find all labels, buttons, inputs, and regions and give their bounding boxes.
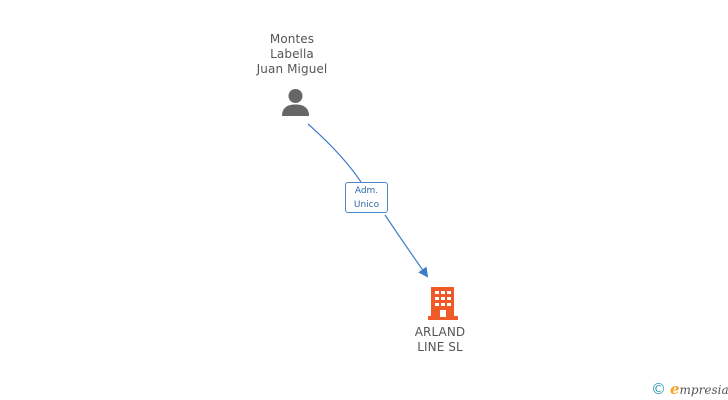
company-name-line-2: LINE SL [417,340,463,354]
person-icon[interactable] [281,88,310,116]
brand-rest: mpresia [679,383,728,397]
brand-initial: e [670,380,680,398]
company-node-label[interactable]: ARLAND LINE SL [380,325,500,355]
role-line-2: Unico [353,200,380,210]
role-label-box[interactable]: Adm. Unico [345,182,388,213]
person-name-line-3: Juan Miguel [256,62,328,76]
person-name-line-2: Labella [270,47,314,61]
company-name-line-1: ARLAND [414,325,466,339]
copyright-icon: © [651,379,666,398]
role-edge [307,123,427,276]
person-node-label[interactable]: Montes Labella Juan Miguel [232,32,352,77]
brand-name: empresia [670,380,728,398]
brand-logo: © empresia [651,379,728,399]
role-line-1: Adm. [354,186,379,196]
building-icon[interactable] [428,285,458,321]
person-name-line-1: Montes [269,32,315,46]
